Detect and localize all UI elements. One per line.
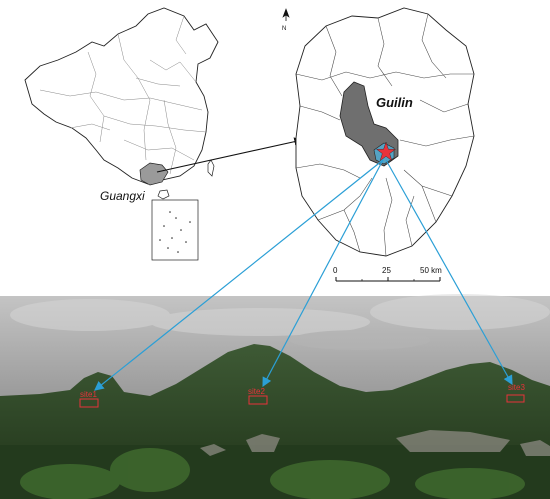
guilin-label: Guilin xyxy=(376,95,413,110)
foreground-leaves xyxy=(20,448,525,499)
scale-tick-0: 0 xyxy=(333,266,338,275)
site-markers: site1 site2 site3 xyxy=(79,383,525,408)
site1-label: site1 xyxy=(80,390,97,399)
site2-box xyxy=(248,395,268,405)
site1-box xyxy=(79,398,99,408)
south-china-sea-inset xyxy=(151,199,199,261)
site2-label: site2 xyxy=(248,387,265,396)
scale-tick-1: 25 xyxy=(382,266,391,275)
connector-arrow-site3 xyxy=(385,159,513,386)
hainan-island xyxy=(157,189,170,200)
north-arrow-icon: N xyxy=(282,8,290,32)
site3-box xyxy=(506,394,525,403)
guilin-map: Guilin xyxy=(295,7,475,257)
north-label: N xyxy=(282,26,286,32)
connector-arrow-site1 xyxy=(94,159,384,391)
guangxi-region xyxy=(139,162,169,186)
guangxi-label: Guangxi xyxy=(100,189,145,203)
rock-outcrops xyxy=(200,430,550,456)
clouds xyxy=(10,294,550,350)
china-map: Guangxi xyxy=(24,7,219,261)
china-outline xyxy=(24,7,219,185)
star-icon xyxy=(375,141,397,162)
scale-tick-2: 50 km xyxy=(420,266,442,275)
connector-arrow-site2 xyxy=(262,159,384,388)
south-china-sea-islands xyxy=(159,211,191,253)
site3-label: site3 xyxy=(508,383,525,392)
site-connectors xyxy=(94,159,513,391)
landscape-photo xyxy=(0,294,550,499)
connector-arrow-china-to-guilin xyxy=(156,137,304,173)
guilin-county-borders xyxy=(295,13,475,257)
china-province-borders xyxy=(39,15,207,175)
taiwan-island xyxy=(207,159,215,177)
scale-bar: 0 25 50 km xyxy=(333,266,442,282)
